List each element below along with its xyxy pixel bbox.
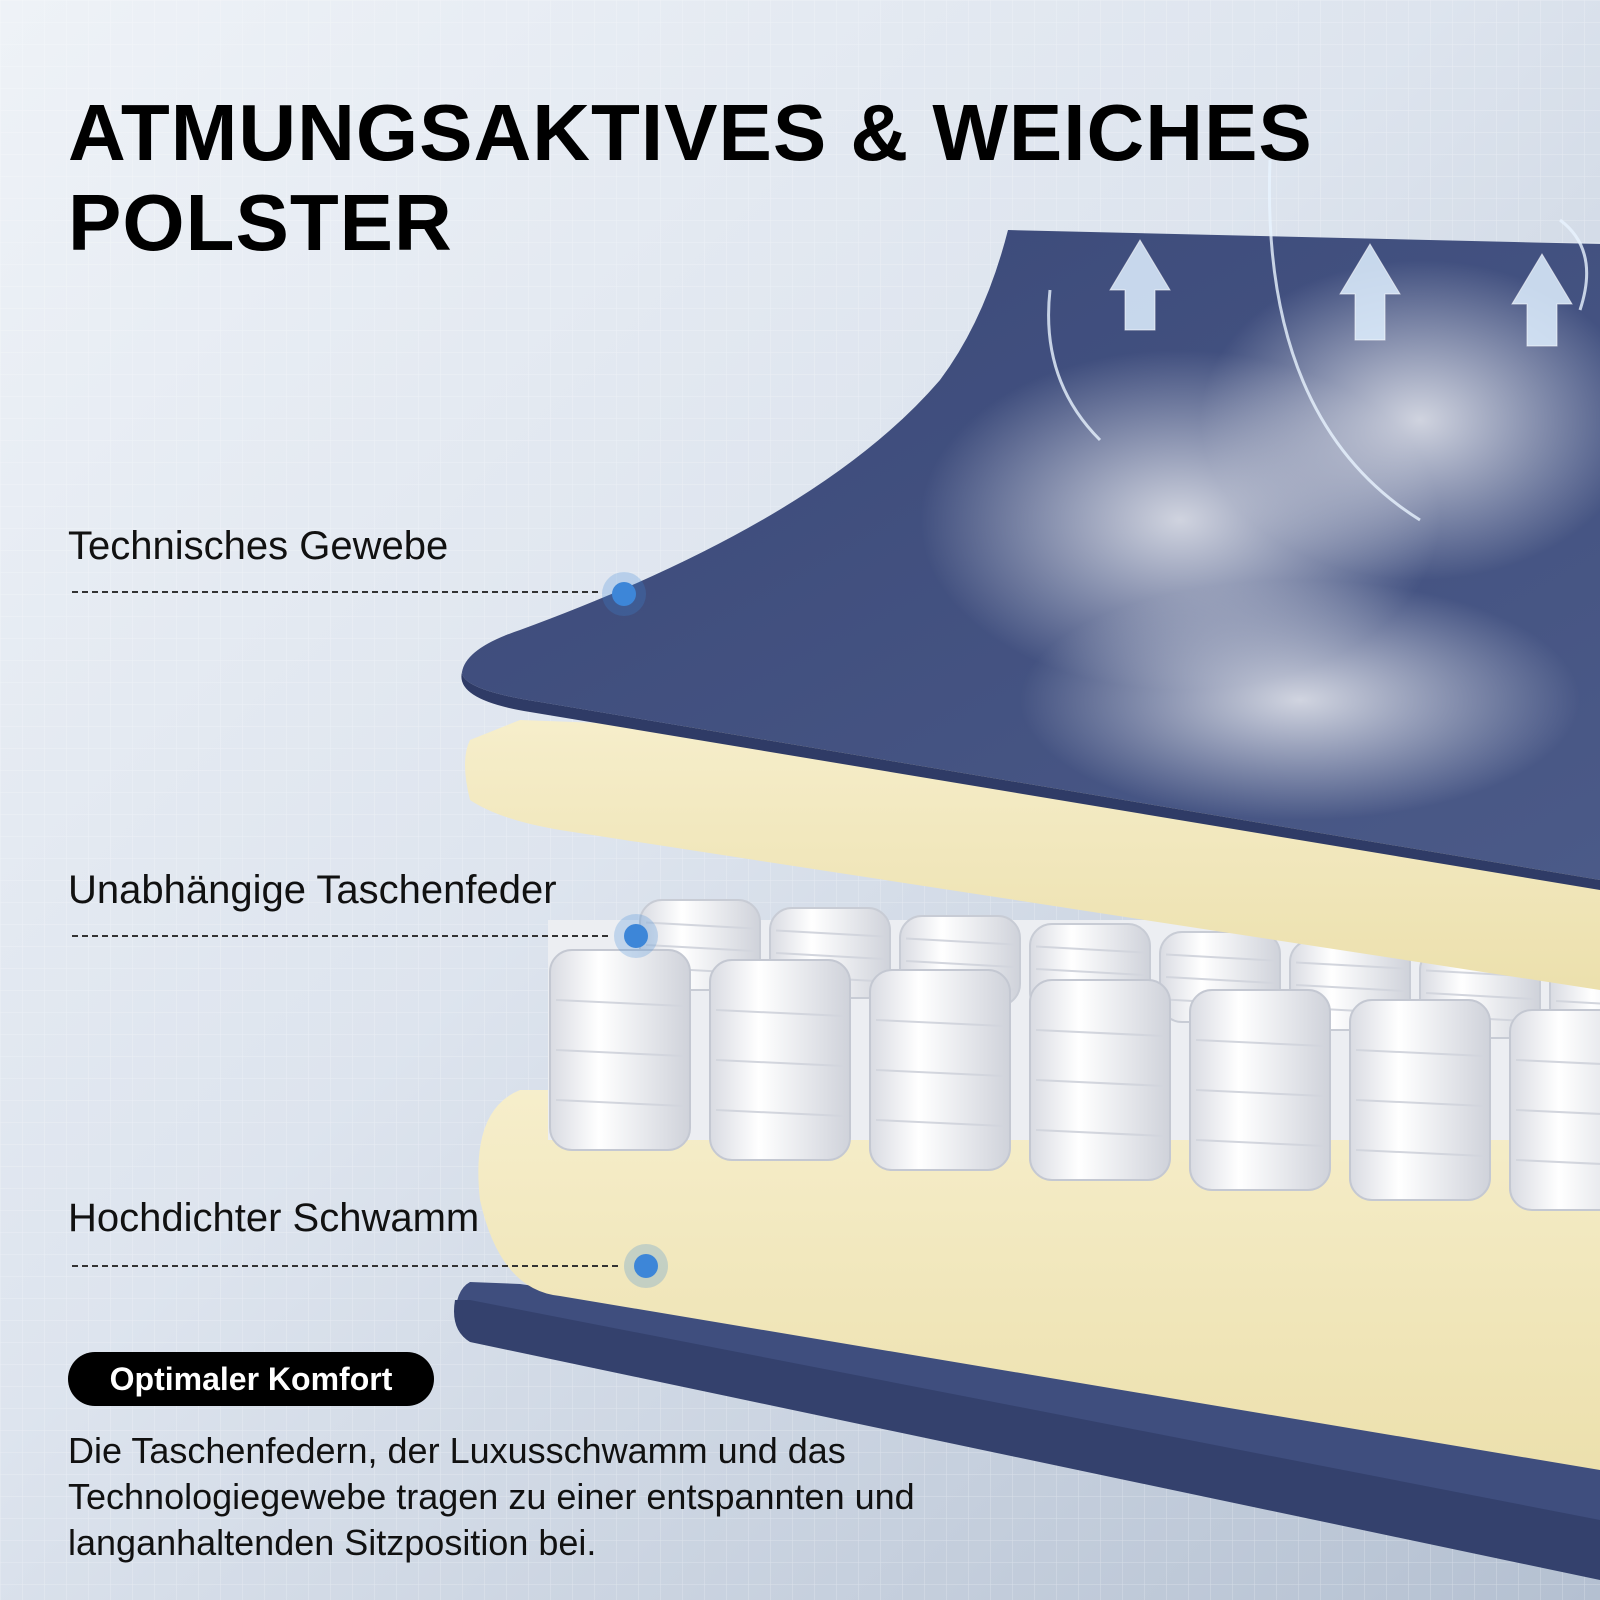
spring-coil (709, 959, 851, 1161)
spring-coil (549, 949, 691, 1151)
pocket-springs (548, 899, 1600, 1211)
description-text: Die Taschenfedern, der Luxusschwamm und … (68, 1430, 915, 1563)
spring-coil (869, 969, 1011, 1171)
label-technisches-gewebe: Technisches Gewebe (68, 524, 449, 568)
spring-coil (1029, 979, 1171, 1181)
spring-coil (1189, 989, 1331, 1191)
label-taschenfeder: Unabhängige Taschenfeder (68, 868, 557, 912)
callout-schwamm (72, 1244, 668, 1288)
airflow-arrows-icon (1109, 239, 1573, 347)
comfort-badge: Optimaler Komfort (68, 1352, 434, 1406)
spring-coil (1349, 999, 1491, 1201)
callout-taschenfeder (72, 914, 658, 958)
callout-technisches-gewebe (72, 572, 646, 616)
label-schwamm: Hochdichter Schwamm (68, 1196, 480, 1240)
page-title: ATMUNGSAKTIVES & WEICHES POLSTER (68, 88, 1313, 267)
